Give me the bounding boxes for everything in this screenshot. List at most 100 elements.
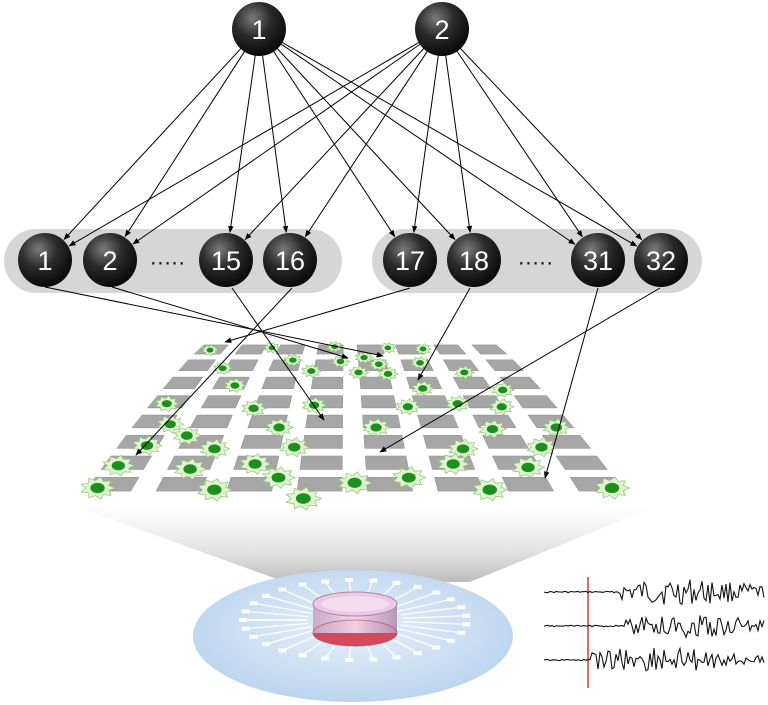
- connection-line: [272, 50, 396, 238]
- connection-line: [276, 47, 456, 241]
- neuron-cell: [491, 382, 516, 398]
- neuron-cells: [80, 341, 631, 511]
- electrode-pad: [365, 455, 409, 470]
- culture-well: [312, 591, 398, 647]
- neuron-cell: [154, 395, 180, 412]
- neuron-cell: [489, 398, 516, 416]
- group-a-node-1: 1: [18, 233, 72, 287]
- electrode-pad: [417, 414, 459, 429]
- electrode-pad: [226, 476, 275, 492]
- electrode-pad: [452, 376, 492, 390]
- electrode-pad: [189, 414, 233, 429]
- electrode-pad: [359, 376, 393, 390]
- group-a-ellipsis: .....: [150, 245, 186, 270]
- neuron-cell: [201, 344, 220, 356]
- top-node-2-label: 2: [434, 15, 449, 45]
- electrode-pad: [296, 476, 343, 492]
- neuron-cell: [411, 380, 435, 397]
- connection-line: [280, 41, 638, 247]
- electrode-pad: [482, 434, 530, 449]
- connection-line: [279, 43, 576, 245]
- group-a-node-16-label: 16: [275, 246, 305, 276]
- group-b-node-31-label: 31: [583, 246, 613, 276]
- electrode-pad: [501, 476, 555, 492]
- group-b-node-32: 32: [634, 233, 688, 287]
- connection-line: [411, 54, 439, 233]
- electrode-pad: [434, 476, 484, 492]
- projection-beam: [80, 508, 652, 582]
- neuron-cell: [283, 353, 303, 367]
- mea-dish: [193, 570, 513, 702]
- electrode-pad: [433, 344, 467, 355]
- connection-line: [261, 54, 289, 233]
- connection-line: [63, 47, 242, 240]
- neuron-cell: [279, 437, 311, 458]
- stimulation-arrow: [543, 287, 599, 479]
- neuron-cell: [197, 478, 233, 502]
- electrode-pad: [261, 376, 297, 390]
- neuron-cell: [172, 426, 203, 446]
- stimulation-arrow: [231, 287, 325, 421]
- top-node-1-label: 1: [251, 15, 266, 45]
- electrode-pad: [485, 359, 525, 371]
- group-a-node-15-label: 15: [211, 246, 241, 276]
- electrode-pad: [310, 376, 344, 390]
- neuron-cell: [594, 476, 631, 500]
- neuron-cell: [265, 418, 294, 437]
- neuron-cell: [542, 418, 571, 437]
- neuron-cell: [392, 466, 427, 489]
- electrode-pad: [360, 395, 397, 409]
- neuron-cell: [395, 398, 422, 416]
- electrode-pad: [302, 434, 343, 449]
- neuron-cell: [478, 419, 508, 439]
- group-b-node-17: 17: [383, 233, 437, 287]
- electrode-pad: [200, 395, 242, 409]
- group-b-node-17-label: 17: [395, 246, 425, 276]
- neuron-cell: [410, 356, 431, 370]
- connection-line: [244, 47, 425, 241]
- electrode-pad: [471, 344, 508, 355]
- neuron-cell: [472, 478, 509, 502]
- neuron-cell: [240, 399, 268, 417]
- neuron-cell: [80, 476, 116, 500]
- neuron-cell: [261, 466, 297, 489]
- neuron-cell: [511, 456, 546, 479]
- group-a-node-1-label: 1: [37, 246, 52, 276]
- group-a-node-2: 2: [83, 233, 137, 287]
- connection-line: [459, 47, 643, 241]
- electrode-pad: [513, 395, 558, 409]
- group-b-node-32-label: 32: [646, 246, 676, 276]
- signal-trace-3: [543, 646, 765, 672]
- electrode-pad: [299, 455, 343, 470]
- electrode-pad: [234, 344, 268, 355]
- top-node-1: 1: [232, 2, 286, 56]
- neuron-cell: [102, 454, 136, 477]
- stimulation-arrow: [224, 287, 411, 343]
- neuron-cell: [156, 415, 185, 434]
- neuron-cell: [223, 378, 247, 393]
- connection-line: [124, 50, 246, 238]
- electrode-pad: [240, 434, 284, 449]
- electrode-pad: [442, 359, 480, 371]
- neuron-cell: [354, 351, 374, 364]
- stimulation-arrow: [135, 287, 293, 456]
- connection-line: [455, 49, 583, 238]
- neuron-cell: [285, 486, 323, 511]
- group-a-node-16: 16: [263, 233, 317, 287]
- neuron-cell: [212, 361, 234, 375]
- stimulation-arrow: [417, 287, 471, 381]
- stimulation-arrow: [44, 286, 384, 358]
- connection-line: [228, 54, 256, 233]
- neuron-cell: [301, 364, 323, 378]
- neuron-cell: [337, 471, 373, 495]
- electrode-pad: [363, 434, 405, 449]
- group-b-ellipsis: .....: [518, 245, 554, 270]
- signal-trace-2: [543, 615, 765, 639]
- neuron-cell: [173, 458, 208, 480]
- neuron-cell: [362, 418, 391, 437]
- connection-lines: [63, 41, 643, 247]
- group-a-node-2-label: 2: [102, 246, 117, 276]
- electrode-pad: [177, 359, 217, 371]
- neuron-cell: [526, 437, 558, 458]
- connection-line: [445, 54, 473, 233]
